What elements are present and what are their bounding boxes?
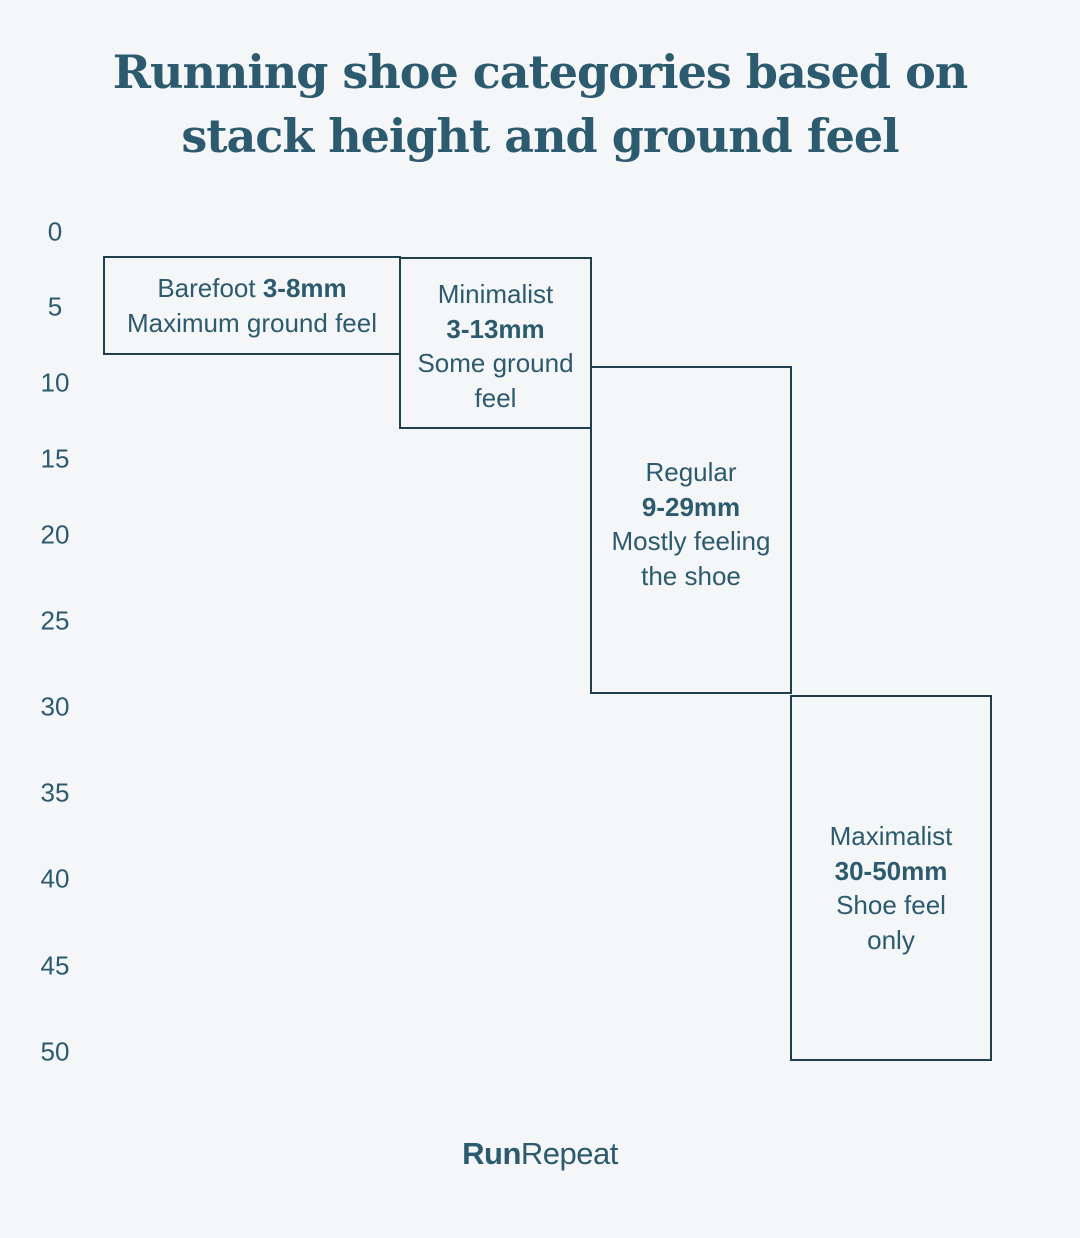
runrepeat-logo: RunRepeat [0,1136,1080,1172]
maximalist-name: Maximalist [829,821,953,851]
title-line-2: stack height and ground feel [181,109,899,163]
y-tick: 15 [40,443,70,474]
minimalist-desc-1: Some ground [417,348,574,378]
y-tick: 20 [40,519,70,550]
barefoot-name: Barefoot [157,273,256,303]
minimalist-desc-2: feel [474,382,517,413]
y-tick: 10 [40,367,70,398]
y-tick: 30 [40,691,70,722]
regular-desc-1: Mostly feeling [611,526,771,556]
regular-name: Regular [645,457,737,487]
chart-title: Running shoe categories based on stack h… [0,40,1080,168]
y-tick: 45 [40,950,70,981]
maximalist-range: 30-50mm [834,855,948,886]
regular-box: Regular 9-29mm Mostly feeling the shoe [590,366,792,694]
y-tick: 5 [47,291,63,322]
barefoot-box: Barefoot 3-8mm Maximum ground feel [103,256,401,355]
regular-range: 9-29mm [641,491,741,522]
barefoot-range: 3-8mm [262,273,347,303]
logo-bold: Run [462,1136,521,1171]
y-tick: 35 [40,777,70,808]
minimalist-box: Minimalist 3-13mm Some ground feel [399,257,592,429]
y-tick: 50 [40,1036,70,1067]
y-tick: 0 [47,216,63,247]
maximalist-box: Maximalist 30-50mm Shoe feel only [790,695,992,1061]
y-tick: 40 [40,863,70,894]
minimalist-range: 3-13mm [446,313,545,344]
barefoot-desc: Maximum ground feel [127,307,377,338]
maximalist-desc-1: Shoe feel [836,890,946,920]
logo-regular: Repeat [520,1136,618,1171]
maximalist-desc-2: only [867,924,915,955]
title-line-1: Running shoe categories based on [112,45,968,99]
barefoot-heading: Barefoot 3-8mm [157,271,346,306]
regular-desc-2: the shoe [641,560,741,591]
minimalist-name: Minimalist [437,279,554,309]
y-tick: 25 [40,605,70,636]
